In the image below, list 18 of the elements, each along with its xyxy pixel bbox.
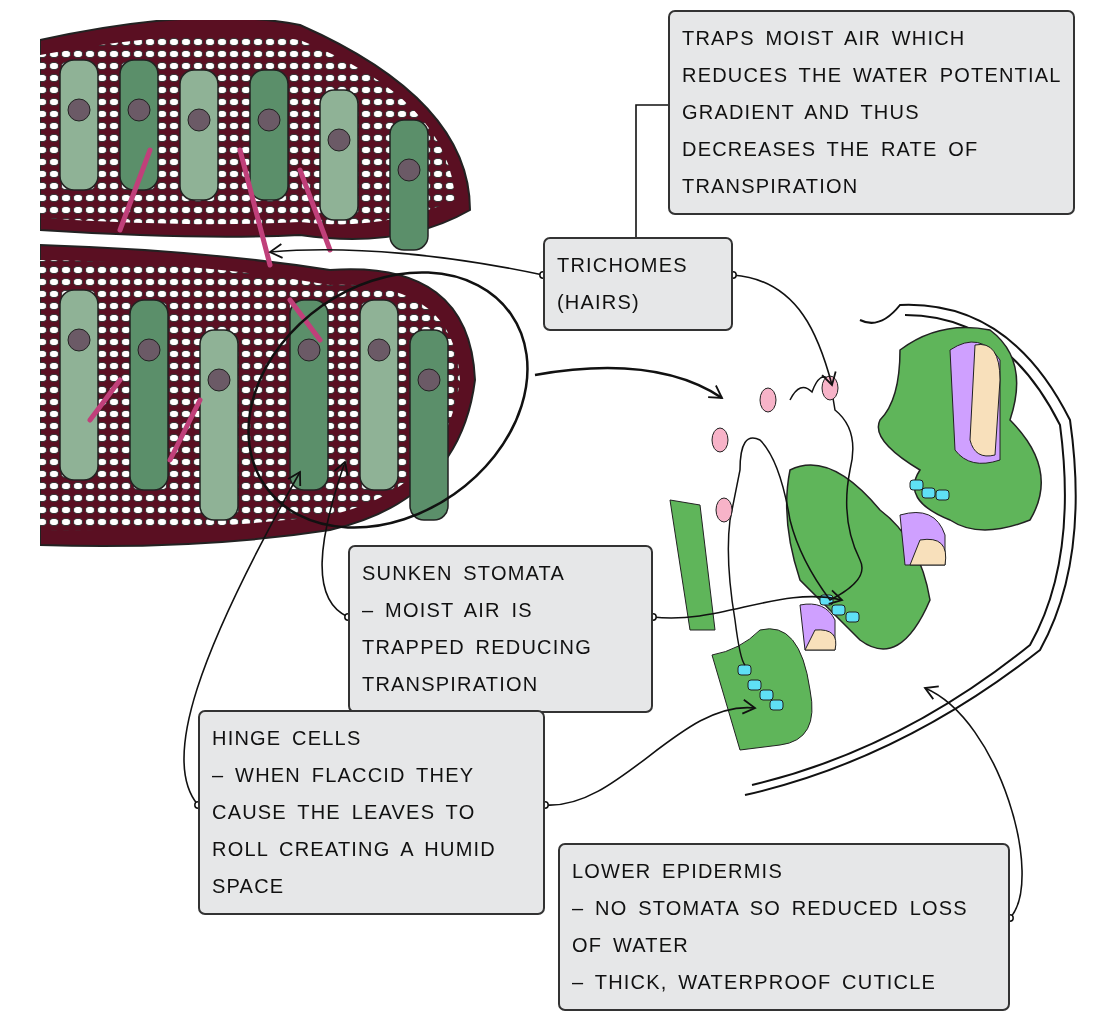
callout-box xyxy=(348,545,653,713)
callout-heading: SUNKEN STOMATA xyxy=(362,561,567,586)
leader-line xyxy=(924,687,1023,922)
callout-heading: LOWER EPIDERMIS xyxy=(572,859,784,884)
callout-box xyxy=(558,843,1010,1011)
callout-box xyxy=(543,237,733,331)
callout-text: – MOIST AIR IS TRAPPED REDUCING TRANSPIRATION xyxy=(362,598,593,697)
callout-text: – NO STOMATA SO REDUCED LOSS OF WATER xyxy=(572,896,969,958)
leader-line xyxy=(183,471,302,809)
callout-heading: TRICHOMES (HAIRS) xyxy=(557,253,689,315)
callout-text: – THICK, WATERPROOF CUTICLE xyxy=(572,970,938,995)
callout-box xyxy=(198,710,545,915)
callout-heading: HINGE CELLS xyxy=(212,726,363,751)
callout-text: – WHEN FLACCID THEY CAUSE THE LEAVES TO ROLL CREATING A HUMID SPACE xyxy=(212,763,497,899)
leader-line xyxy=(635,104,669,238)
arrow xyxy=(534,366,723,400)
callout-text: TRAPS MOIST AIR WHICH REDUCES THE WATER POTENTIAL GRADIENT AND THUS DECREASES THE RATE OF TRANSPIRATION xyxy=(682,26,1061,199)
callout-box xyxy=(668,10,1075,215)
